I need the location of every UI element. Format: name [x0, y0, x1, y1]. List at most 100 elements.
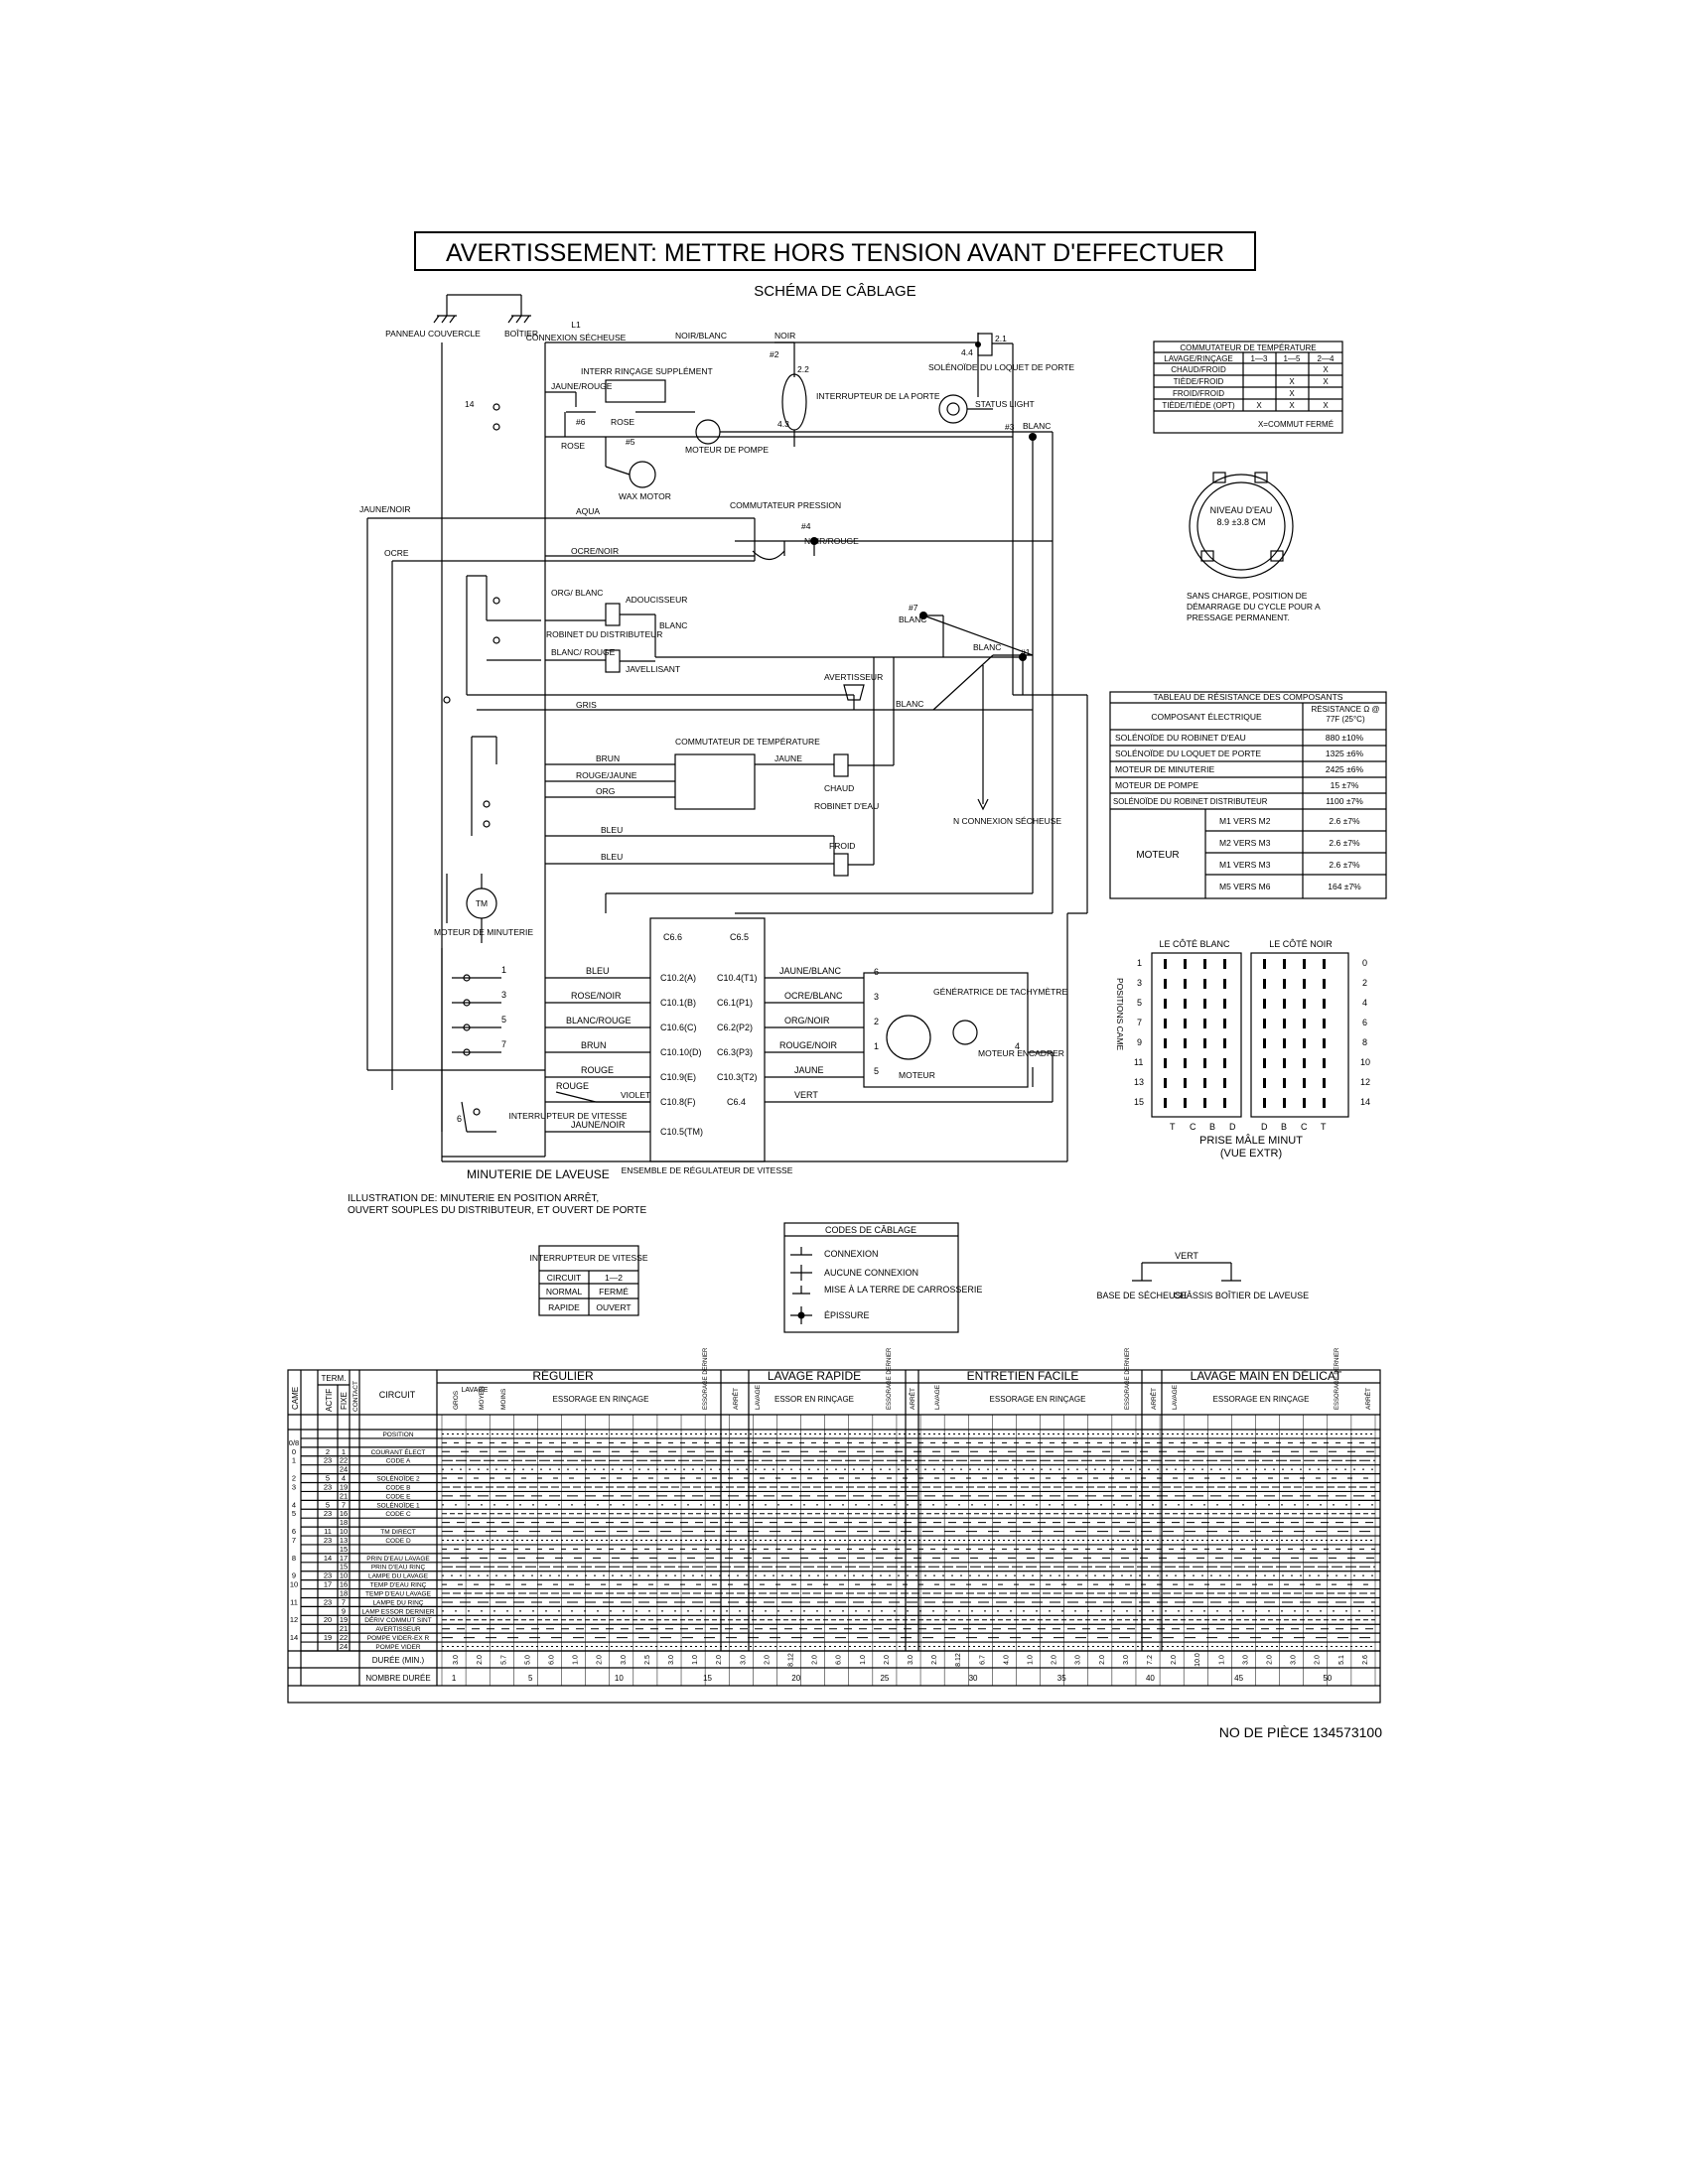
p3-label: #3	[1005, 422, 1015, 432]
blanc-rouge-label: BLANC/ ROUGE	[551, 647, 616, 657]
chart-nombre: 10	[615, 1674, 624, 1683]
rouge-small-label: ROUGE	[556, 1081, 589, 1091]
plug-pin	[1303, 999, 1306, 1009]
plug-pin	[1164, 1019, 1167, 1028]
chart-cell: POMPE VIDER-EX R	[367, 1635, 430, 1642]
plug-pin	[1283, 1019, 1286, 1028]
plug-left-n9: 9	[1137, 1037, 1142, 1047]
chart-duration: 5.0	[524, 1655, 531, 1665]
chart-duration: 7.2	[1147, 1655, 1154, 1665]
plug-bottom-l3: D	[1229, 1122, 1236, 1132]
chart-cell: 11	[290, 1597, 298, 1606]
chart-cell: 17	[340, 1554, 348, 1563]
res-m2-val: 2.6 ±7%	[1329, 838, 1360, 848]
chart-cell: 10	[340, 1571, 348, 1580]
chart-cell: 2	[292, 1474, 296, 1483]
chart-cell: 1	[342, 1447, 346, 1456]
plug-pin	[1323, 1098, 1326, 1108]
temp-table-h3: 2—4	[1318, 354, 1335, 363]
chart-cell: 23	[324, 1536, 332, 1545]
chart-duration: 3.0	[453, 1655, 460, 1665]
blanc-label-4: BLANC	[973, 642, 1001, 652]
temp-table-r1c0: CHAUD/FROID	[1171, 365, 1226, 374]
plug-right-n8: 8	[1362, 1037, 1367, 1047]
res-m3-val: 2.6 ±7%	[1329, 860, 1360, 870]
timer-wire-right-6: VERT	[794, 1090, 818, 1100]
chart-cell: 7	[342, 1597, 346, 1606]
interrupteur-porte-label: INTERRUPTEUR DE LA PORTE	[816, 391, 940, 401]
plug-pin	[1203, 1098, 1206, 1108]
robinet-eau-label: ROBINET D'EAU	[814, 801, 879, 811]
javellisant-label: JAVELLISANT	[626, 664, 680, 674]
plug-pin	[1184, 959, 1187, 969]
chart-duration: 3.0	[1291, 1655, 1298, 1665]
chart-cell: 3	[292, 1482, 296, 1491]
timer-wire-right-1: JAUNE/BLANC	[779, 966, 842, 976]
chart-cell: 24	[340, 1642, 348, 1651]
timer-wire-left-2: ROSE/NOIR	[571, 991, 622, 1001]
plug-pin	[1184, 1058, 1187, 1068]
blanc-label-1: BLANC	[1023, 421, 1051, 431]
motor-pin-1: 1	[874, 1041, 879, 1051]
plug-pin	[1263, 1098, 1266, 1108]
speed-table-r1c1: OUVERT	[596, 1302, 631, 1312]
plug-pin	[1323, 959, 1326, 969]
plug-pin	[1184, 1019, 1187, 1028]
chart-duration: 5.7	[500, 1655, 507, 1665]
solenoide-loquet-label: SOLÉNOÏDE DU LOQUET DE PORTE	[928, 362, 1074, 372]
plug-pin	[1263, 979, 1266, 989]
temp-table-note: X=COMMUT FERMÉ	[1258, 420, 1334, 429]
reg-right-pin-1: C10.4(T1)	[717, 973, 758, 983]
chart-duration: 3.0	[621, 1655, 628, 1665]
connexion-secheuse-label: CONNEXION SÉCHEUSE	[526, 333, 627, 342]
resistance-col1: COMPOSANT ÉLECTRIQUE	[1151, 712, 1262, 722]
plug-pin	[1283, 1098, 1286, 1108]
jaune-label: JAUNE	[774, 753, 802, 763]
chart-cell: 7	[342, 1500, 346, 1509]
chart-cell: 5	[326, 1474, 330, 1483]
plug-pin	[1263, 1038, 1266, 1048]
chart-sub-dernier-2: ESSORAGE DERNIER	[887, 1347, 893, 1410]
speed-table-h0: CIRCUIT	[547, 1273, 581, 1283]
reg-left-pin-5: C10.9(E)	[660, 1072, 696, 1082]
chart-duration: 1.0	[1218, 1655, 1225, 1665]
bleu-label-2: BLEU	[601, 852, 623, 862]
chart-duration: 3.0	[1123, 1655, 1130, 1665]
plug-pin	[1164, 999, 1167, 1009]
reg-left-pin-4: C10.10(D)	[660, 1047, 702, 1057]
p5-label: #5	[626, 437, 635, 447]
plug-pin	[1263, 999, 1266, 1009]
res-r5-name: SOLÉNOÏDE DU ROBINET DISTRIBUTEUR	[1113, 797, 1268, 806]
timer-contact-3: 3	[501, 990, 506, 1000]
res-motor-label: MOTEUR	[1136, 850, 1179, 861]
chart-duration: 2.0	[812, 1655, 819, 1665]
chart-cell: 19	[324, 1633, 332, 1642]
chart-cell: 7	[292, 1536, 296, 1545]
chart-head-circuit: CIRCUIT	[379, 1390, 416, 1400]
plug-pin	[1323, 1019, 1326, 1028]
plug-bottom-l1: C	[1190, 1122, 1196, 1132]
chart-duration: 6.7	[979, 1655, 986, 1665]
temp-switch-table: COMMUTATEUR DE TEMPÉRATURE LAVAGE/RINÇAG…	[1153, 341, 1343, 434]
s44-label: 4.4	[961, 347, 973, 357]
chart-section-rapide: LAVAGE RAPIDE	[768, 1369, 861, 1383]
aqua-label: AQUA	[576, 506, 600, 516]
chart-cell: 17	[324, 1580, 332, 1589]
chart-duration: 2.0	[884, 1655, 891, 1665]
plug-pin	[1283, 1078, 1286, 1088]
wiring-codes-title: CODES DE CÂBLAGE	[825, 1225, 916, 1235]
chart-duration: 3.0	[1075, 1655, 1082, 1665]
speed-table-h1: 1—2	[605, 1273, 623, 1283]
chart-duration: 2.0	[1099, 1655, 1106, 1665]
warning-text: AVERTISSEMENT: METTRE HORS TENSION AVANT…	[446, 239, 1224, 267]
plug-pin	[1203, 979, 1206, 989]
p6-label: #6	[576, 417, 586, 427]
chart-sub-lavage-3: LAVAGE	[934, 1384, 941, 1410]
resistance-title: TABLEAU DE RÉSISTANCE DES COMPOSANTS	[1154, 692, 1343, 702]
plug-pin	[1303, 1058, 1306, 1068]
plug-pin	[1323, 999, 1326, 1009]
blanc-label-3: BLANC	[899, 614, 926, 624]
chart-duration: 2.6	[1362, 1655, 1369, 1665]
status-light-label: STATUS LIGHT	[975, 399, 1035, 409]
